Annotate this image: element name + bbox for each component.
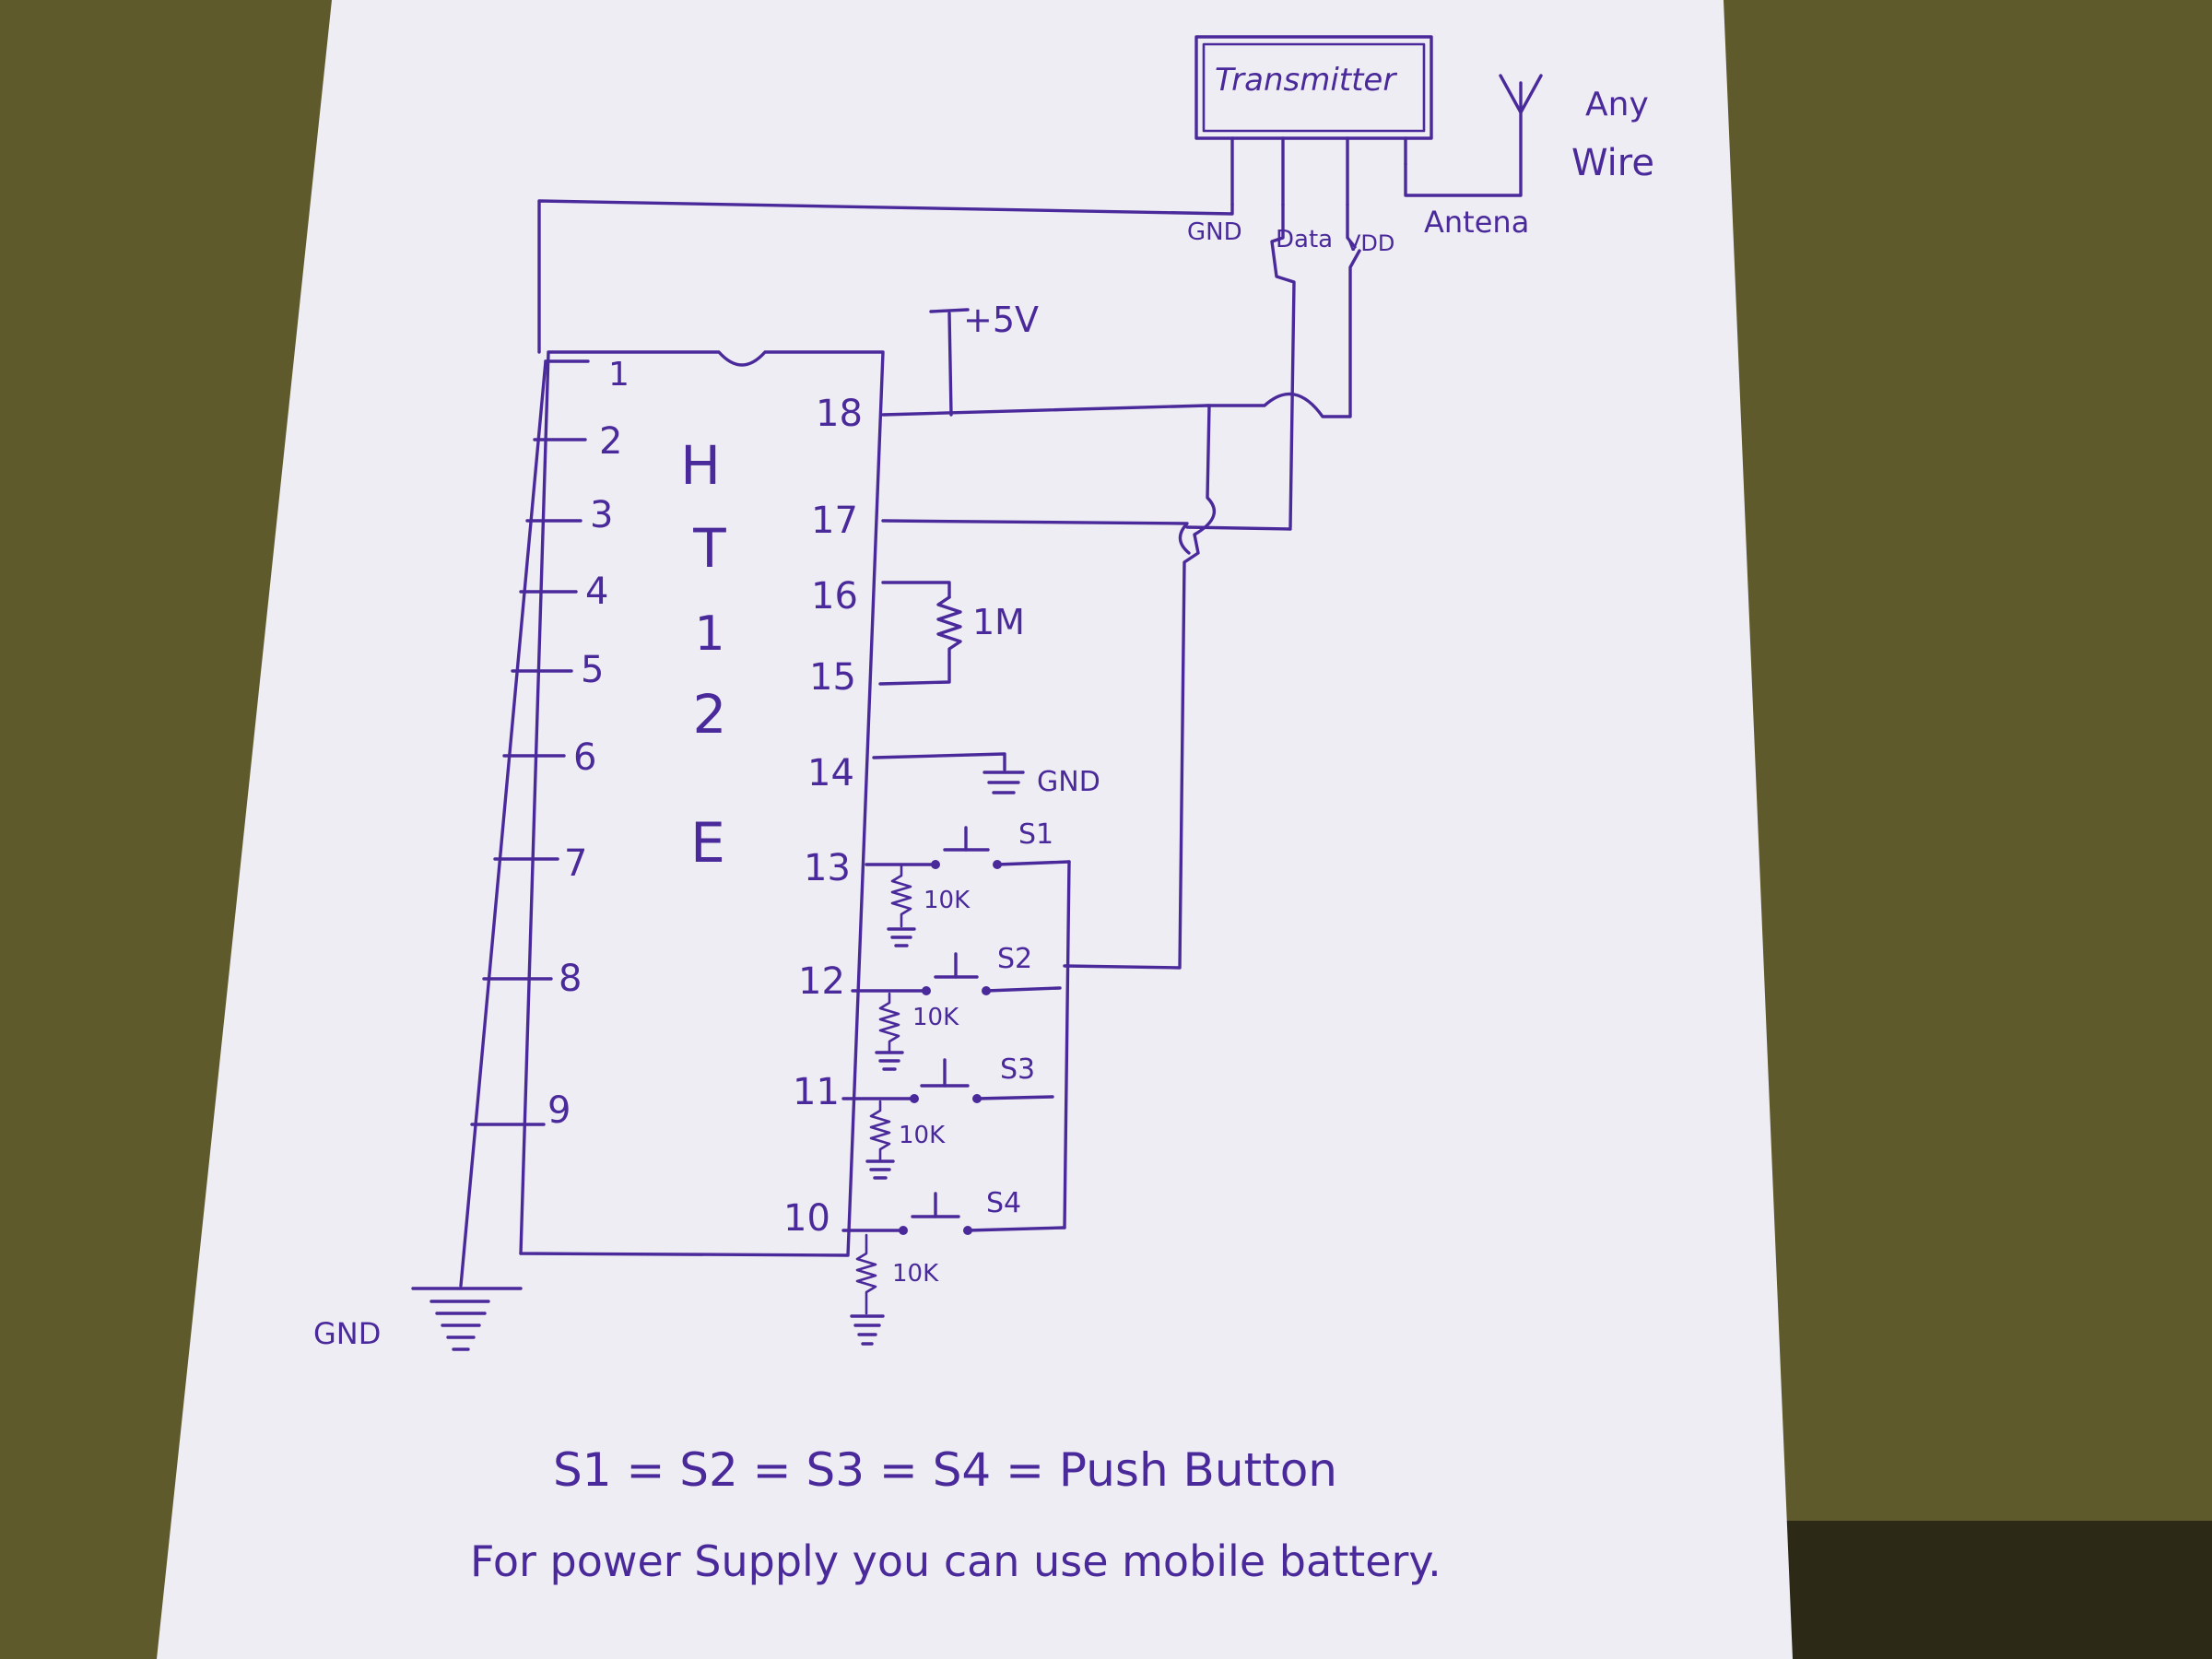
switch-label: S1	[1018, 818, 1053, 851]
ic-name-letter: T	[692, 517, 726, 580]
ic-pin-number: 4	[585, 571, 608, 613]
wire-switch-common	[1063, 860, 1071, 1230]
main-gnd-symbol: GND	[313, 1287, 523, 1351]
resistor-1m: 1M	[878, 581, 1025, 686]
ic-pin-number: 11	[793, 1071, 840, 1113]
switch-s3: S3 10K	[841, 1053, 1054, 1180]
paper-sheet	[157, 0, 1793, 1659]
ic-pin-number: 9	[547, 1089, 571, 1132]
ic-pin-number: 17	[811, 500, 858, 542]
wire-transmitter-gnd	[537, 199, 1234, 354]
ic-left-pin-numbers: 1 2 3 4 5 6 7 8 9	[547, 356, 629, 1132]
ic-pin-number: 14	[807, 752, 854, 794]
ic-pin-number: 6	[573, 736, 596, 779]
ic-name: H T 1 2 E	[680, 434, 726, 876]
switch-label: S2	[997, 943, 1032, 975]
resistor-10k-label: 10K	[892, 1260, 939, 1288]
transmitter-module: Transmitter	[1194, 35, 1433, 206]
note-line2: For power Supply you can use mobile batt…	[470, 1536, 1441, 1586]
switch-s4: S4 10K	[841, 1187, 1066, 1346]
ic-name-letter: 2	[693, 683, 727, 746]
resistor-1m-label: 1M	[972, 602, 1025, 642]
ic-name-letter: H	[680, 434, 721, 497]
resistor-10k-label: 10K	[924, 887, 971, 914]
note-line1: S1 = S2 = S3 = S4 = Push Button	[553, 1443, 1337, 1497]
desk-edge-shadow	[1751, 1521, 2212, 1659]
ic-right-pin-numbers: 18 17 16 15 14 13 12 11 10	[783, 393, 863, 1240]
gnd-main-label: GND	[313, 1316, 381, 1351]
pin-antenna-label: Antena	[1424, 205, 1529, 240]
ic-pin-number: 18	[816, 393, 863, 435]
antenna-symbol: Any Wire	[1404, 74, 1654, 197]
switch-s1: S1 10K	[865, 818, 1071, 947]
antenna-note-line1: Any	[1585, 86, 1649, 124]
ic-pin-number: 1	[608, 356, 629, 394]
ic-pin-number: 2	[599, 420, 622, 463]
ic-pin-number: 16	[811, 575, 858, 618]
ic-pin-number: 8	[559, 958, 582, 1000]
supply-label: +5V	[963, 300, 1039, 340]
switch-s2: S2 10K	[851, 943, 1062, 1071]
ic-pin-number: 3	[590, 494, 613, 536]
left-pins-gnd-bus	[459, 359, 590, 1288]
switch-label: S3	[1000, 1053, 1035, 1086]
wire-right-bus	[1063, 404, 1217, 970]
pin-gnd-label: GND	[1187, 218, 1242, 246]
notes: S1 = S2 = S3 = S4 = Push Button For powe…	[470, 1443, 1441, 1586]
wire-vdd-line	[1346, 203, 1357, 249]
ic-pin-number: 5	[581, 649, 604, 691]
transmitter-label: Transmitter	[1215, 62, 1397, 99]
ic-pin-number: 15	[809, 656, 856, 699]
resistor-10k-label: 10K	[899, 1122, 946, 1149]
wire-pin18-supply: +5V	[881, 249, 1361, 418]
pin-data-label: Data	[1276, 226, 1333, 253]
ic-pin-number: 13	[804, 847, 851, 889]
ic-pin-number: 12	[798, 960, 845, 1003]
ic-name-letter: E	[690, 811, 725, 876]
resistor-10k-label: 10K	[912, 1004, 959, 1031]
ic-pin-number: 7	[564, 842, 587, 885]
transmitter-pin-labels: GND Data VDD Antena	[1187, 205, 1529, 256]
ic-pin-number: 10	[783, 1197, 830, 1240]
gnd-pin14-label: GND	[1037, 766, 1100, 798]
pin14-gnd: GND	[872, 752, 1100, 798]
ic-ht12e	[519, 350, 885, 1257]
ic-name-letter: 1	[694, 606, 724, 662]
switch-label: S4	[986, 1187, 1021, 1219]
antenna-note-line2: Wire	[1571, 142, 1654, 184]
